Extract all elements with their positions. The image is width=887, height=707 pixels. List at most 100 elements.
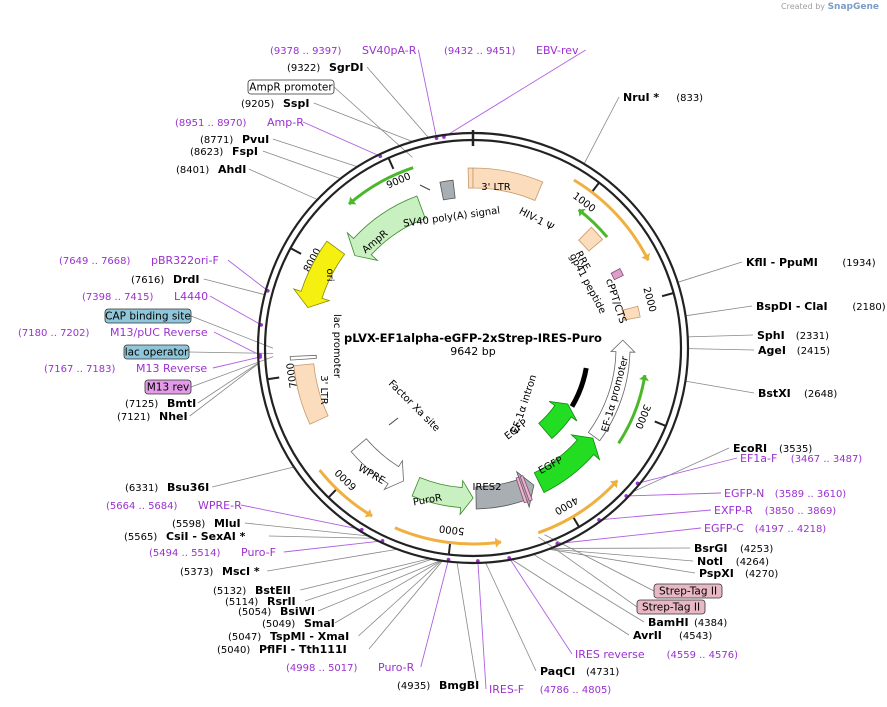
primer-amp-r[interactable]: (8951 .. 8970)Amp-R bbox=[175, 116, 304, 129]
ltr-left bbox=[293, 363, 329, 425]
tick-label: 4000 bbox=[552, 494, 580, 516]
feature-box-cap-binding-site[interactable]: CAP binding site bbox=[104, 308, 192, 324]
site-msci[interactable]: (5373)MscI * bbox=[180, 565, 260, 578]
site-smai[interactable]: (5049)SmaI bbox=[262, 617, 335, 630]
site-name: PspXI bbox=[699, 567, 734, 580]
site-leader bbox=[685, 380, 755, 394]
site-bsiwi[interactable]: (5054)BsiWI bbox=[238, 605, 315, 618]
feature-box-lac-operator[interactable]: lac operator bbox=[123, 344, 190, 360]
primer-leader bbox=[227, 259, 269, 292]
site-leader bbox=[548, 548, 696, 574]
site-paqci[interactable]: PaqCI(4731) bbox=[540, 665, 619, 678]
leader-lines bbox=[188, 49, 755, 690]
site-ecori[interactable]: EcoRI(3535) bbox=[733, 442, 812, 455]
site-sspi[interactable]: (9205)SspI bbox=[241, 97, 309, 110]
orf-arc-2-head bbox=[609, 480, 618, 489]
site-kfli-ppumi[interactable]: KflI - PpuMI(1934) bbox=[746, 256, 876, 269]
primer-name: Puro-R bbox=[378, 661, 415, 674]
site-sphi[interactable]: SphI(2331) bbox=[757, 329, 829, 342]
site-nrui[interactable]: NruI *(833) bbox=[623, 91, 703, 104]
feature-box-strep-tag-ii[interactable]: Strep-Tag II bbox=[636, 599, 706, 615]
site-name: BamHI bbox=[648, 616, 689, 629]
primer-pbr322ori-f[interactable]: (7649 .. 7668)pBR322ori-F bbox=[59, 254, 219, 267]
site-pos: (4731) bbox=[586, 667, 619, 678]
primer-m13-puc-reverse[interactable]: (7180 .. 7202) M13/pUC Reverse bbox=[18, 326, 208, 339]
site-leader bbox=[685, 305, 753, 317]
site-csii-sexai[interactable]: (5565)CsiI - SexAI * bbox=[124, 530, 246, 543]
feature-box-m13-rev[interactable]: M13 rev bbox=[144, 379, 192, 395]
site-pos: (7125) bbox=[125, 399, 158, 410]
primer-pos: (4559 .. 4576) bbox=[667, 650, 739, 661]
primer-leader bbox=[209, 295, 262, 326]
site-pos: (5132) bbox=[213, 586, 246, 597]
tick-1000 bbox=[591, 182, 600, 193]
site-pflfi-tth111i[interactable]: (5040)PflFI - Tth111I bbox=[217, 643, 347, 656]
site-name: NheI bbox=[159, 410, 188, 423]
site-agei[interactable]: AgeI(2415) bbox=[758, 344, 830, 357]
feature-box-strep-tag-ii[interactable]: Strep-Tag II bbox=[653, 583, 723, 599]
primer-name: M13/pUC Reverse bbox=[110, 326, 208, 339]
site-name: SmaI bbox=[304, 617, 335, 630]
gp41-block bbox=[610, 268, 624, 281]
primer-leader bbox=[626, 492, 722, 497]
feature-box-ampr-promoter[interactable]: AmpR promoter bbox=[247, 79, 335, 95]
egfp-block-1 bbox=[533, 434, 601, 494]
orf-arc-3-head bbox=[494, 537, 502, 548]
site-fspi[interactable]: (8623)FspI bbox=[190, 145, 258, 158]
site-name: BstXI bbox=[758, 387, 791, 400]
site-sgrdi[interactable]: (9322)SgrDI bbox=[287, 61, 363, 74]
site-bamhi[interactable]: BamHI(4384) bbox=[648, 616, 727, 629]
sv40-mark bbox=[419, 184, 431, 191]
feature-label-ires2: IRES2 bbox=[473, 482, 502, 493]
primer-pos: (5664 .. 5684) bbox=[106, 501, 178, 512]
cppt-block bbox=[621, 305, 641, 321]
site-tspmi-xmai[interactable]: (5047)TspMI - XmaI bbox=[228, 630, 349, 643]
site-avrii[interactable]: AvrII(4543) bbox=[633, 629, 712, 642]
primer-name: L4440 bbox=[174, 290, 208, 303]
primer-wpre-r[interactable]: (5664 .. 5684)WPRE-R bbox=[106, 499, 242, 512]
site-pos: (9322) bbox=[287, 63, 320, 74]
site-pvui[interactable]: (8771)PvuI bbox=[200, 133, 269, 146]
site-pos: (9205) bbox=[241, 99, 274, 110]
site-rsrii[interactable]: (5114)RsrII bbox=[225, 595, 296, 608]
site-pos: (7121) bbox=[117, 412, 150, 423]
primer-egfp-c[interactable]: EGFP-C(4197 .. 4218) bbox=[704, 522, 826, 535]
site-bmgbi[interactable]: (4935)BmgBI bbox=[397, 679, 479, 692]
primer-pos: (7180 .. 7202) bbox=[18, 328, 90, 339]
ltr-right-b bbox=[472, 167, 544, 201]
primer-ires-f[interactable]: IRES-F(4786 .. 4805) bbox=[489, 683, 611, 696]
primer-puro-f[interactable]: (5494 .. 5514)Puro-F bbox=[149, 546, 276, 559]
site-bspdi-clai[interactable]: BspDI - ClaI(2180) bbox=[756, 300, 886, 313]
box-leader bbox=[333, 86, 413, 158]
primer-egfp-n[interactable]: EGFP-N(3589 .. 3610) bbox=[724, 487, 846, 500]
site-bsrgi[interactable]: BsrGI(4253) bbox=[694, 542, 773, 555]
primer-ef1a-f[interactable]: EF1a-F(3467 .. 3487) bbox=[740, 452, 862, 465]
primer-sv40pa-r[interactable]: (9378 .. 9397)SV40pA-R bbox=[270, 44, 417, 57]
primer-name: EBV-rev bbox=[536, 44, 579, 57]
box-leader bbox=[190, 315, 274, 349]
site-noti[interactable]: NotI(4264) bbox=[697, 555, 769, 568]
primer-l4440[interactable]: (7398 .. 7415)L4440 bbox=[82, 290, 208, 303]
site-name: KflI - PpuMI bbox=[746, 256, 818, 269]
site-bsu36i[interactable]: (6331)Bsu36I bbox=[125, 481, 209, 494]
site-leader bbox=[549, 548, 694, 562]
ef1a-promoter-block bbox=[587, 339, 636, 442]
site-drdi[interactable]: (7616)DrdI bbox=[131, 273, 200, 286]
primer-puro-r[interactable]: (4998 .. 5017)Puro-R bbox=[286, 661, 415, 674]
site-pspxi[interactable]: PspXI(4270) bbox=[699, 567, 778, 580]
primer-exfp-r[interactable]: EXFP-R(3850 .. 3869) bbox=[714, 504, 836, 517]
site-bstxi[interactable]: BstXI(2648) bbox=[758, 387, 837, 400]
site-bsteii[interactable]: (5132)BstEII bbox=[213, 584, 291, 597]
site-mlui[interactable]: (5598)MluI bbox=[172, 517, 241, 530]
primer-m13-reverse[interactable]: (7167 .. 7183)M13 Reverse bbox=[44, 362, 207, 375]
primer-name: IRES-F bbox=[489, 683, 524, 696]
primer-ebv-rev[interactable]: (9432 .. 9451)EBV-rev bbox=[444, 44, 579, 57]
site-name: BsiWI bbox=[280, 605, 315, 618]
tick-9000 bbox=[387, 157, 395, 170]
site-nhei[interactable]: (7121) NheI bbox=[117, 410, 188, 423]
site-bmti[interactable]: (7125)BmtI bbox=[125, 397, 196, 410]
primer-ires-reverse[interactable]: IRES reverse(4559 .. 4576) bbox=[575, 648, 738, 661]
site-leader bbox=[317, 560, 441, 612]
site-name: BsrGI bbox=[694, 542, 727, 555]
site-ahdi[interactable]: (8401)AhdI bbox=[176, 163, 246, 176]
